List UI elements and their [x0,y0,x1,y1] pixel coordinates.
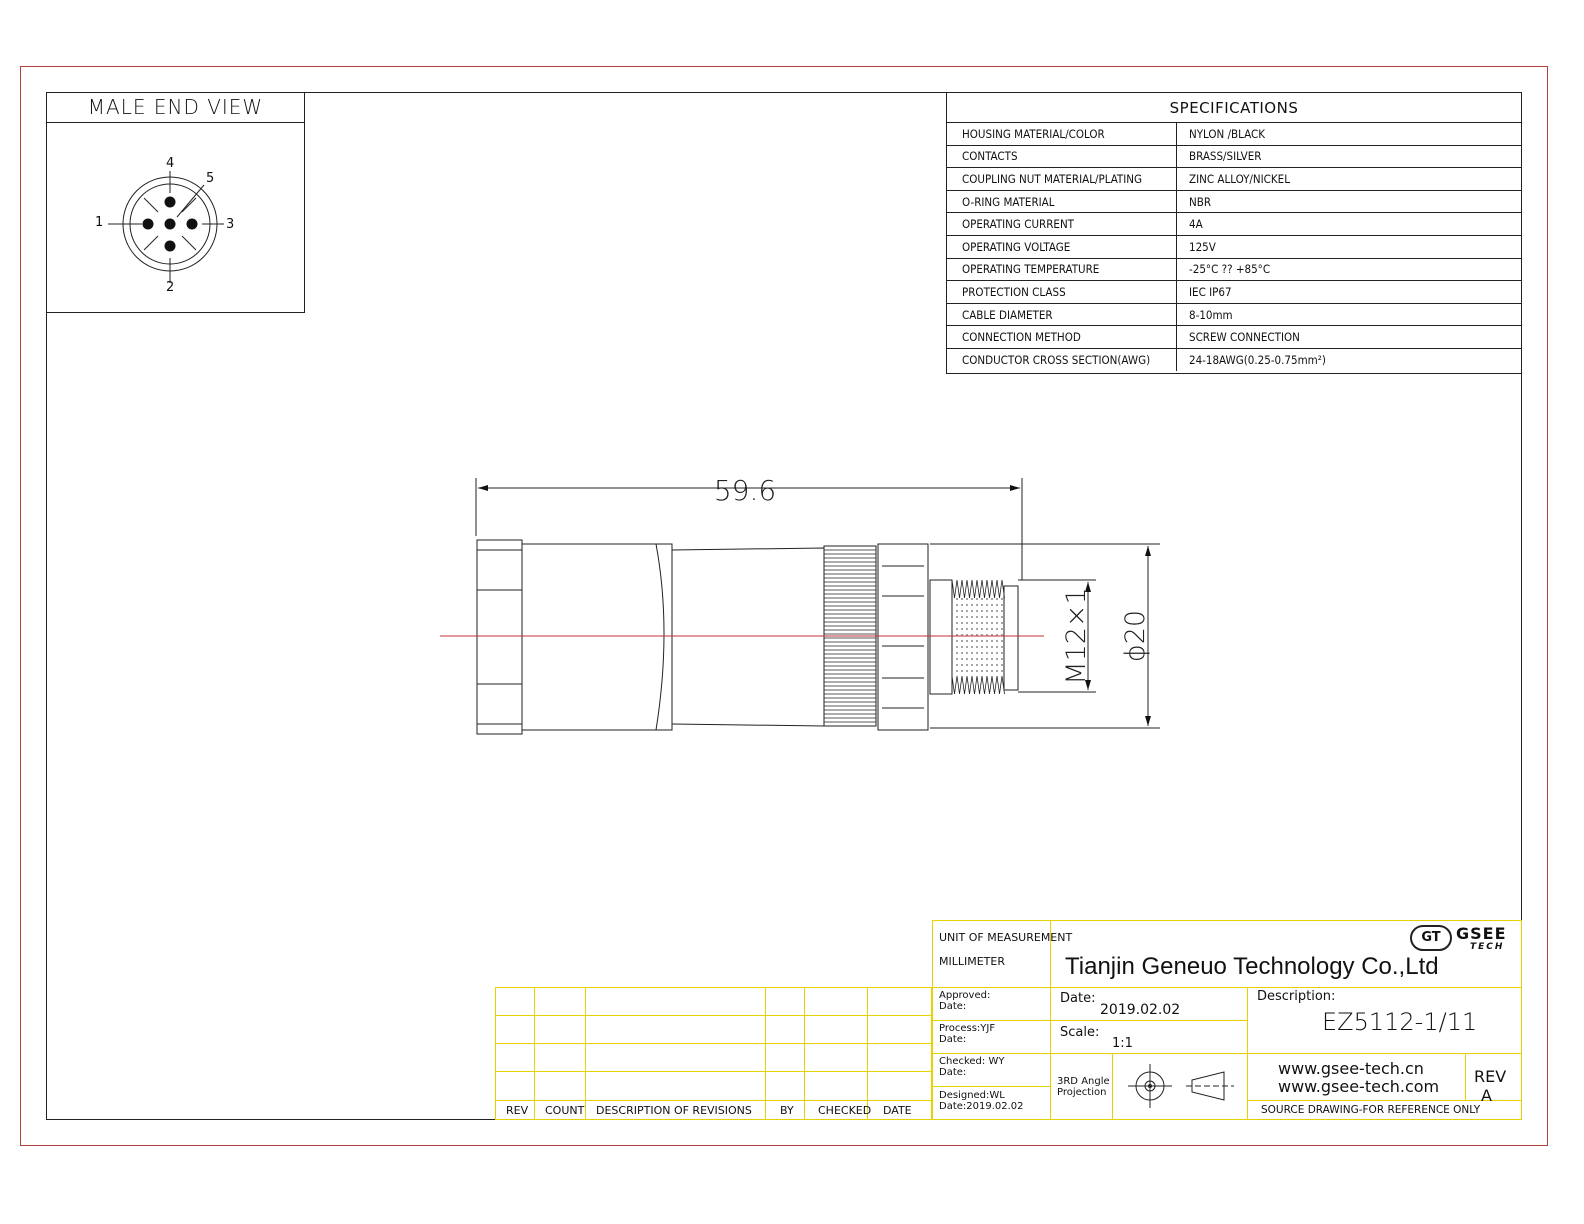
designed-label: Designed:WL [939,1090,1005,1101]
designed-date-label: Date:2019.02.02 [939,1101,1024,1112]
third-angle-projection-icon [1128,1064,1234,1108]
spec-key: PROTECTION CLASS [946,280,1177,304]
specifications-title: SPECIFICATIONS [1169,99,1299,117]
spec-key: HOUSING MATERIAL/COLOR [946,122,1177,146]
scale-label: Scale: [1060,1025,1100,1040]
spec-value: IEC IP67 [1176,280,1522,304]
pin-1-dot [142,218,154,230]
spec-value: NYLON /BLACK [1176,122,1522,146]
rev-header-description: DESCRIPTION OF REVISIONS [596,1104,752,1117]
rev-header-count: COUNT [545,1104,585,1117]
pin-5-dot [164,218,176,230]
company-name: Tianjin Geneuo Technology Co.,Ltd [1065,953,1439,980]
connector-side-view: 59.6 M12×1 ϕ20 [440,474,1160,735]
logo-subtext: TECH [1470,942,1505,952]
spec-value: 125V [1176,234,1522,259]
spec-key: CONDUCTOR CROSS SECTION(AWG) [946,347,1177,371]
rev-header-rev: REV [506,1104,529,1117]
rev-header-by: BY [780,1104,794,1117]
process-date-label: Date: [939,1034,967,1045]
pin-4-dot [164,196,176,208]
rev-header-checked: CHECKED [818,1104,872,1117]
website-com: www.gsee-tech.com [1278,1077,1440,1096]
pin-label-4: 4 [166,156,175,171]
spec-value: BRASS/SILVER [1176,144,1522,168]
revision-table [495,987,932,1120]
spec-value: SCREW CONNECTION [1176,325,1522,349]
description-value: EZ5112-1/11 [1322,1008,1478,1036]
male-end-view-box [46,92,305,313]
process-label: Process:YJF [939,1023,996,1034]
spec-key: CONTACTS [946,144,1177,168]
pin-label-3: 3 [226,217,235,232]
description-label: Description: [1257,989,1336,1004]
male-end-view-diagram [108,171,224,283]
rev-label: REV [1474,1067,1507,1086]
website-cn: www.gsee-tech.cn [1278,1059,1424,1078]
male-end-view-title: MALE END VIEW [46,92,305,123]
spec-key: O-RING MATERIAL [946,189,1177,213]
approved-date-label: Date: [939,1001,967,1012]
spec-key: OPERATING VOLTAGE [946,234,1177,259]
diameter-dimension-label: ϕ20 [1120,610,1151,662]
date-value: 2019.02.02 [1100,1002,1181,1018]
checked-date-label: Date: [939,1067,967,1078]
unit-label: UNIT OF MEASUREMENT [939,931,1073,944]
spec-key: OPERATING CURRENT [946,212,1177,236]
source-note: SOURCE DRAWING-FOR REFERENCE ONLY [1261,1104,1481,1116]
spec-value: ZINC ALLOY/NICKEL [1176,167,1522,191]
spec-row: OPERATING TEMPERATURE-25°C ?? +85°C [946,257,1522,281]
scale-value: 1:1 [1112,1036,1133,1051]
pin-2-dot [164,240,176,252]
pin-3-dot [186,218,198,230]
spec-value: NBR [1176,189,1522,213]
spec-key: OPERATING TEMPERATURE [946,257,1177,281]
rev-value: A [1481,1086,1492,1105]
spec-key: CABLE DIAMETER [946,302,1177,326]
spec-value: 4A [1176,212,1522,236]
outer-frame [20,66,1548,1146]
spec-row: CONDUCTOR CROSS SECTION(AWG)24-18AWG(0.2… [946,347,1522,371]
projection-line-2: Projection [1057,1087,1107,1098]
gt-logo-icon: GT [1410,925,1452,951]
checked-label: Checked: WY [939,1056,1005,1067]
pin-label-2: 2 [166,280,175,295]
spec-value: -25°C ?? +85°C [1176,257,1522,281]
date-label: Date: [1060,991,1096,1006]
spec-key: COUPLING NUT MATERIAL/PLATING [946,167,1177,191]
approved-label: Approved: [939,990,991,1001]
pin-label-1: 1 [95,215,104,230]
length-dimension-label: 59.6 [714,474,776,507]
spec-key: CONNECTION METHOD [946,325,1177,349]
thread-dimension-label: M12×1 [1061,587,1092,684]
unit-value: MILLIMETER [939,955,1005,968]
spec-value: 24-18AWG(0.25-0.75mm²) [1176,347,1522,371]
projection-line-1: 3RD Angle [1057,1076,1110,1087]
pin-label-5: 5 [206,171,215,186]
logo-text: GSEE [1456,924,1507,943]
spec-value: 8-10mm [1176,302,1522,326]
rev-header-date: DATE [883,1104,912,1117]
